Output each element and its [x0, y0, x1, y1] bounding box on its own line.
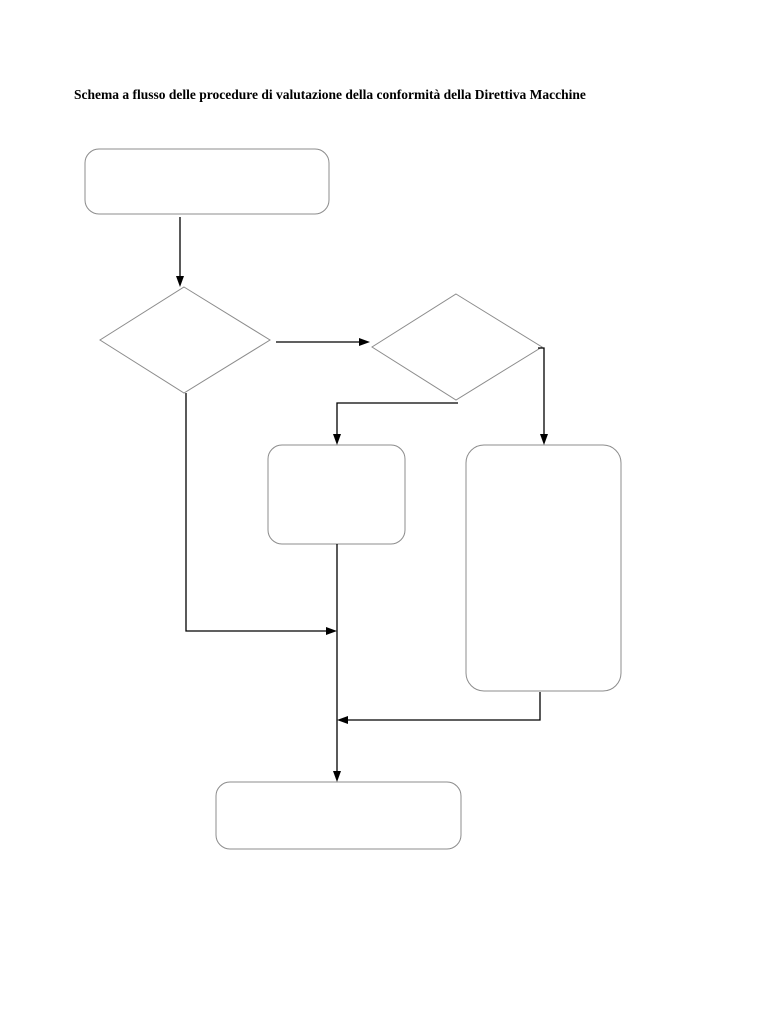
flowchart-decision-2 — [371, 293, 543, 401]
connector-right-box-to-merge — [337, 692, 541, 724]
connector-decision-1-to-merge — [185, 393, 337, 635]
connector-start-to-decision-1 — [176, 217, 184, 287]
connector-decision-1-to-decision-2 — [276, 338, 370, 346]
flowchart-right-box — [465, 444, 622, 692]
connector-decision-2-to-right-box — [538, 347, 548, 445]
flowchart-decision-1 — [99, 286, 271, 394]
flowchart-middle-box — [267, 444, 406, 545]
page-title: Schema a flusso delle procedure di valut… — [74, 87, 586, 102]
flowchart-start-box — [84, 148, 330, 215]
connector-decision-2-to-middle-box — [333, 402, 458, 445]
flowchart-end-box — [215, 781, 462, 850]
connector-middle-box-to-end-box — [333, 544, 341, 782]
